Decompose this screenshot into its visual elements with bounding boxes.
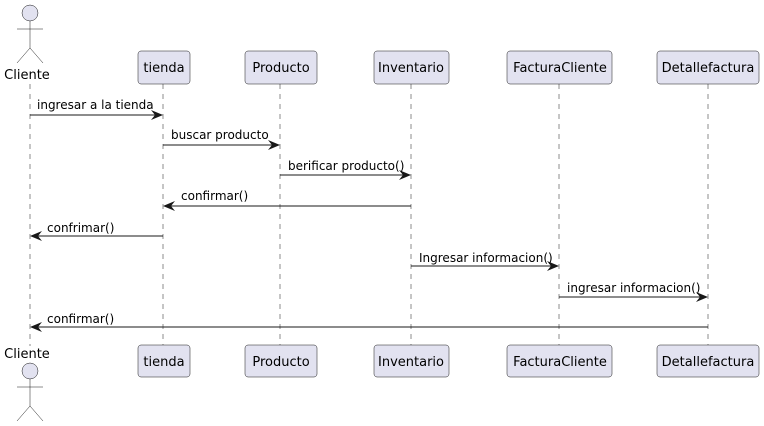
svg-text:tienda: tienda — [143, 61, 184, 76]
svg-text:Detallefactura: Detallefactura — [662, 61, 755, 76]
svg-text:Detallefactura: Detallefactura — [662, 355, 755, 370]
actor-label-bottom: Cliente — [4, 347, 50, 362]
arrow-head-icon — [151, 110, 163, 120]
message-label: Ingresar informacion() — [419, 251, 553, 265]
participant-factura: FacturaCliente — [506, 50, 613, 85]
svg-text:Inventario: Inventario — [378, 355, 444, 370]
message-5: confrimar() — [30, 221, 163, 241]
lifelines — [29, 84, 709, 346]
participant-tienda: tienda — [137, 344, 191, 378]
message-label: berificar producto() — [288, 159, 404, 173]
message-8: confirmar() — [30, 312, 708, 332]
message-label: confirmar() — [181, 189, 248, 203]
actor-leg-left — [16, 47, 31, 64]
actor-leg-right — [29, 47, 44, 64]
message-7: ingresar informacion() — [559, 281, 708, 302]
actor-bottom: Cliente — [4, 347, 50, 422]
participant-inventario: Inventario — [373, 50, 450, 85]
message-4: confirmar() — [163, 189, 411, 211]
svg-text:Inventario: Inventario — [378, 61, 444, 76]
messages: ingresar a la tienda buscar producto ber… — [30, 98, 708, 332]
message-6: Ingresar informacion() — [411, 251, 559, 271]
actor-top: Cliente — [4, 4, 50, 83]
message-label: confrimar() — [47, 221, 114, 235]
participant-detalle: Detallefactura — [656, 344, 760, 378]
actor-head-icon — [21, 4, 39, 22]
participant-producto: Producto — [244, 344, 318, 378]
arrow-head-icon — [268, 140, 280, 150]
participant-inventario: Inventario — [373, 344, 450, 378]
message-3: berificar producto() — [280, 159, 411, 180]
participant-producto: Producto — [244, 50, 318, 85]
message-label: confirmar() — [47, 312, 114, 326]
message-label: ingresar informacion() — [567, 281, 700, 295]
message-2: buscar producto — [163, 128, 280, 150]
participant-factura: FacturaCliente — [506, 344, 613, 378]
participant-detalle: Detallefactura — [656, 50, 760, 85]
message-1: ingresar a la tienda — [30, 98, 163, 120]
actor-head-icon — [21, 362, 39, 380]
message-label: buscar producto — [171, 128, 269, 142]
participants-bottom: tienda Producto Inventario FacturaClient… — [137, 344, 760, 378]
svg-text:Producto: Producto — [252, 355, 309, 370]
message-label: ingresar a la tienda — [37, 98, 154, 112]
arrow-head-icon — [696, 292, 708, 302]
arrow-head-icon — [30, 322, 42, 332]
arrow-head-icon — [547, 261, 559, 271]
participants-top: tienda Producto Inventario FacturaClient… — [137, 50, 760, 85]
actor-leg-left — [16, 405, 31, 422]
svg-text:FacturaCliente: FacturaCliente — [513, 61, 607, 76]
svg-text:FacturaCliente: FacturaCliente — [513, 355, 607, 370]
svg-text:tienda: tienda — [143, 355, 184, 370]
svg-text:Producto: Producto — [252, 61, 309, 76]
participant-tienda: tienda — [137, 50, 191, 85]
actor-label-top: Cliente — [4, 68, 50, 83]
actor-leg-right — [29, 405, 44, 422]
arrow-head-icon — [163, 201, 175, 211]
arrow-head-icon — [399, 170, 411, 180]
arrow-head-icon — [30, 231, 42, 241]
